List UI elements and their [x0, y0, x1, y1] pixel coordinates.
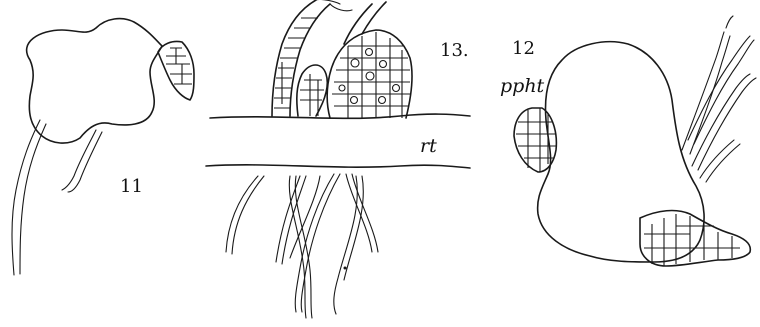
root-hairs: [226, 174, 378, 318]
root-label: rt: [420, 135, 437, 157]
fig12-rhizoids: [682, 16, 756, 182]
fig11-rhizoid-long: [12, 120, 46, 275]
fig12-body-outline: [538, 42, 704, 262]
figure-11: 11: [12, 19, 194, 275]
cellular-body-right: [327, 2, 412, 118]
basal-outgrowth: [640, 211, 750, 266]
fig11-label: 11: [120, 176, 143, 197]
root-lower-edge: [206, 165, 470, 168]
figure-12: 12 ppht: [500, 16, 756, 266]
protophyte-label: ppht: [500, 75, 545, 97]
fig13-label: 13.: [440, 40, 469, 61]
fig12-label: 12: [512, 38, 535, 59]
fig11-rhizoid-short: [62, 130, 102, 192]
figure-13: 13. rt: [206, 0, 470, 318]
root-upper-edge: [210, 114, 470, 118]
bud-small: [297, 65, 327, 116]
fig11-body-outline: [27, 19, 162, 143]
fig11-bud: [158, 41, 194, 100]
